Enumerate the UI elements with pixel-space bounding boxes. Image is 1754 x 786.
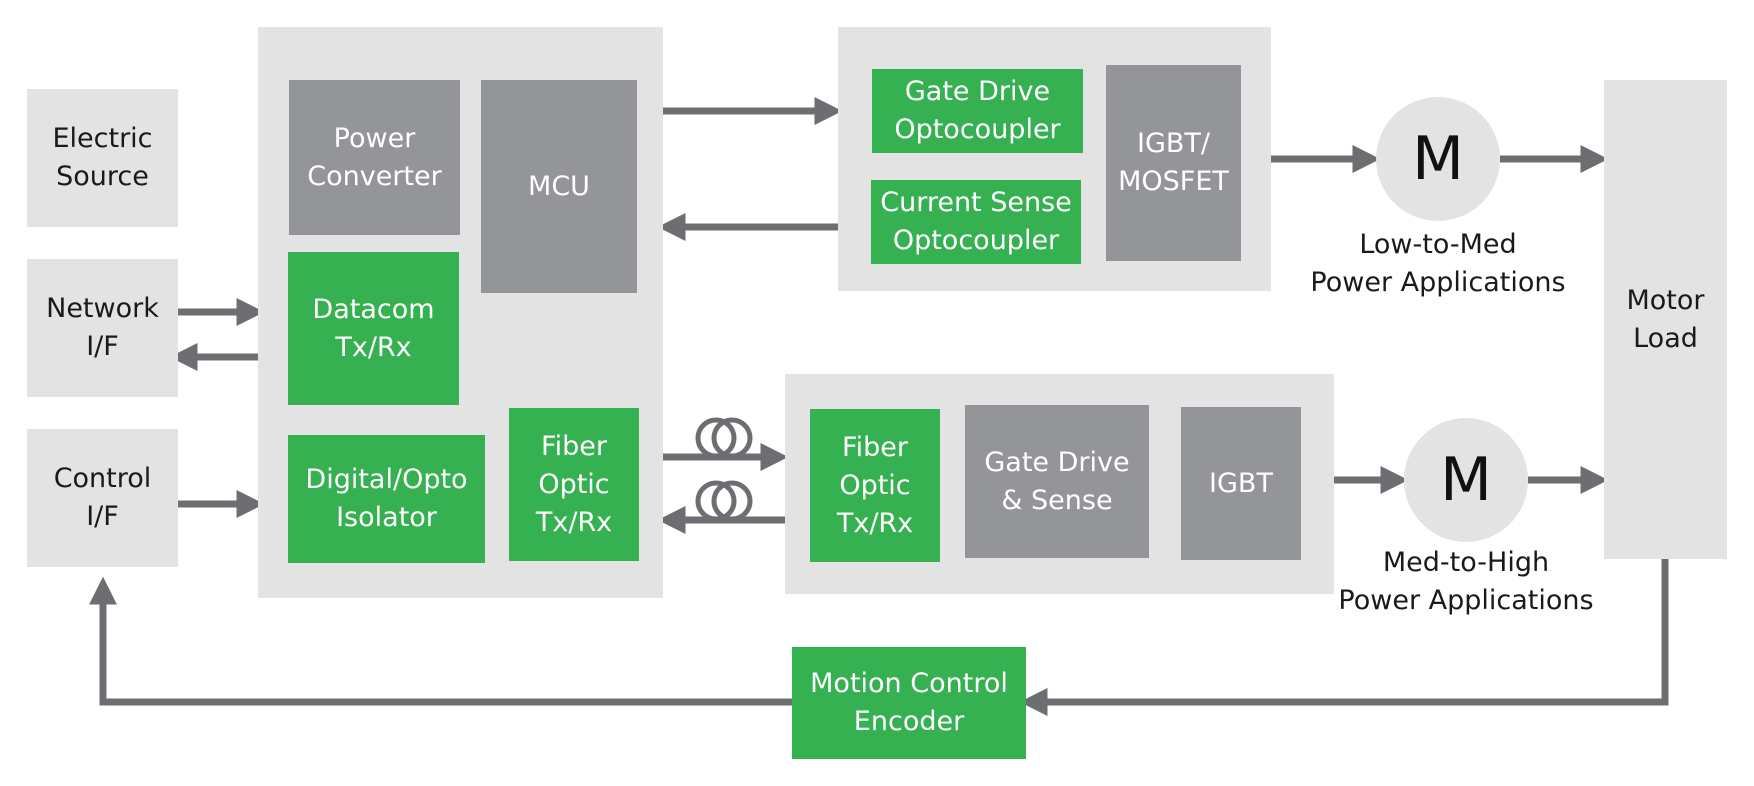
network-if-block: Network I/F [27, 259, 178, 397]
fiber-coil-icon-tx [695, 417, 753, 459]
motor-high-power: M [1404, 418, 1528, 542]
fiber-optic-receiver-block: Fiber Optic Tx/Rx [810, 409, 940, 562]
motor-low-power: M [1376, 97, 1500, 221]
datacom-block: Datacom Tx/Rx [288, 252, 459, 405]
feedback-load-to-encoder [1019, 558, 1669, 716]
low-power-caption: Low-to-Med Power Applications [1310, 229, 1566, 298]
gate-drive-sense-block: Gate Drive & Sense [965, 405, 1149, 558]
digital-opto-isolator-block: Digital/Opto Isolator [288, 435, 485, 563]
electric-source-block: Electric Source [27, 89, 178, 227]
mcu-block: MCU [481, 80, 637, 293]
gate-drive-optocoupler-block: Gate Drive Optocoupler [872, 69, 1083, 153]
motion-control-encoder-block: Motion Control Encoder [792, 647, 1026, 759]
fiber-optic-tx-rx-block: Fiber Optic Tx/Rx [509, 408, 639, 561]
igbt-block: IGBT [1181, 407, 1301, 560]
power-converter-block: Power Converter [289, 80, 460, 235]
feedback-encoder-to-control [89, 576, 792, 706]
igbt-mosfet-block: IGBT/ MOSFET [1106, 65, 1241, 261]
control-if-block: Control I/F [27, 429, 178, 567]
motor-load-block: Motor Load [1604, 80, 1727, 559]
current-sense-optocoupler-block: Current Sense Optocoupler [871, 180, 1081, 264]
fiber-coil-icon-rx [695, 480, 753, 522]
high-power-caption: Med-to-High Power Applications [1338, 547, 1594, 616]
